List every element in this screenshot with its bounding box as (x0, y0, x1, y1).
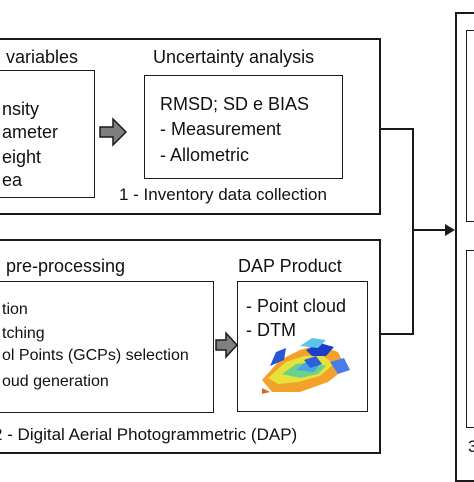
variables-item: nsity (2, 99, 40, 119)
preprocessing-item: ol Points (GCPs) selection (2, 347, 189, 364)
uncertainty-item: RMSD; SD e BIAS (160, 94, 310, 114)
right-inner-box-top (466, 30, 474, 222)
variables-title: variables (6, 47, 79, 67)
dap-caption: 2 - Digital Aerial Photogrammetric (DAP) (0, 425, 298, 444)
dap-product-title: DAP Product (238, 256, 342, 276)
variables-item: ea (2, 170, 23, 190)
variables-box (0, 70, 95, 198)
block-arrow-2 (215, 331, 239, 359)
right-inner-box-bottom (466, 250, 474, 428)
preprocessing-box (0, 281, 214, 413)
preprocessing-item: tion (2, 301, 28, 318)
arrowhead-right (445, 224, 455, 236)
variables-item: ameter (2, 122, 59, 142)
connector-bottom (381, 230, 414, 335)
preprocessing-item: oud generation (2, 373, 109, 390)
dap-product-box (237, 281, 368, 412)
inventory-caption: 1 - Inventory data collection (119, 185, 327, 204)
connector-top (381, 128, 414, 230)
uncertainty-item: - Allometric (160, 145, 250, 165)
preprocessing-item: tching (2, 325, 45, 342)
right-section-caption: 3 (468, 437, 474, 456)
preprocessing-title: pre-processing (6, 256, 126, 276)
dap-product-item: - DTM (246, 320, 296, 340)
point-cloud-image (262, 338, 350, 394)
uncertainty-item: - Measurement (160, 119, 282, 139)
dap-product-item: - Point cloud (246, 296, 347, 316)
uncertainty-box (144, 75, 343, 179)
block-arrow-1 (99, 117, 128, 147)
variables-item: eight (2, 147, 42, 167)
uncertainty-analysis-title: Uncertainty analysis (153, 47, 315, 67)
